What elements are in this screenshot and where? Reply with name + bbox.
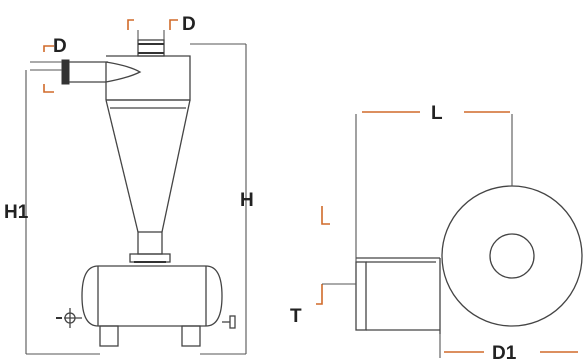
- cyclone-cone: [105, 99, 191, 233]
- inlet-duct-plan: [355, 257, 441, 334]
- label-l: L: [431, 103, 443, 124]
- top-outlet-pipe: [137, 39, 165, 57]
- drain-valve: [56, 308, 82, 328]
- label-d-inlet: D: [53, 36, 67, 57]
- dim-l: [355, 111, 513, 262]
- cyclone-cylinder: [106, 55, 191, 101]
- dim-h: [190, 43, 247, 355]
- dim-d-top: [127, 19, 178, 40]
- underflow-connector: [129, 231, 171, 263]
- dim-d-inlet: [30, 45, 62, 93]
- dim-d1: [439, 334, 578, 358]
- label-d-top: D: [182, 14, 196, 35]
- collection-tank: [81, 265, 223, 327]
- tangential-inlet: [61, 59, 142, 100]
- side-elevation-view: D D H1 H: [4, 14, 254, 355]
- label-d1: D1: [492, 343, 517, 362]
- label-t: T: [290, 306, 302, 327]
- tick-upper: [321, 206, 330, 225]
- dim-h1: [25, 70, 100, 355]
- plan-view: L T D1: [290, 103, 583, 362]
- dim-t: [316, 283, 356, 305]
- tank-side-nozzle: [222, 315, 236, 329]
- cyclone-body-plan: [441, 185, 583, 327]
- tank-legs: [99, 325, 201, 347]
- outlet-pipe-plan: [489, 233, 535, 279]
- label-h1: H1: [4, 202, 29, 223]
- label-h: H: [240, 190, 254, 211]
